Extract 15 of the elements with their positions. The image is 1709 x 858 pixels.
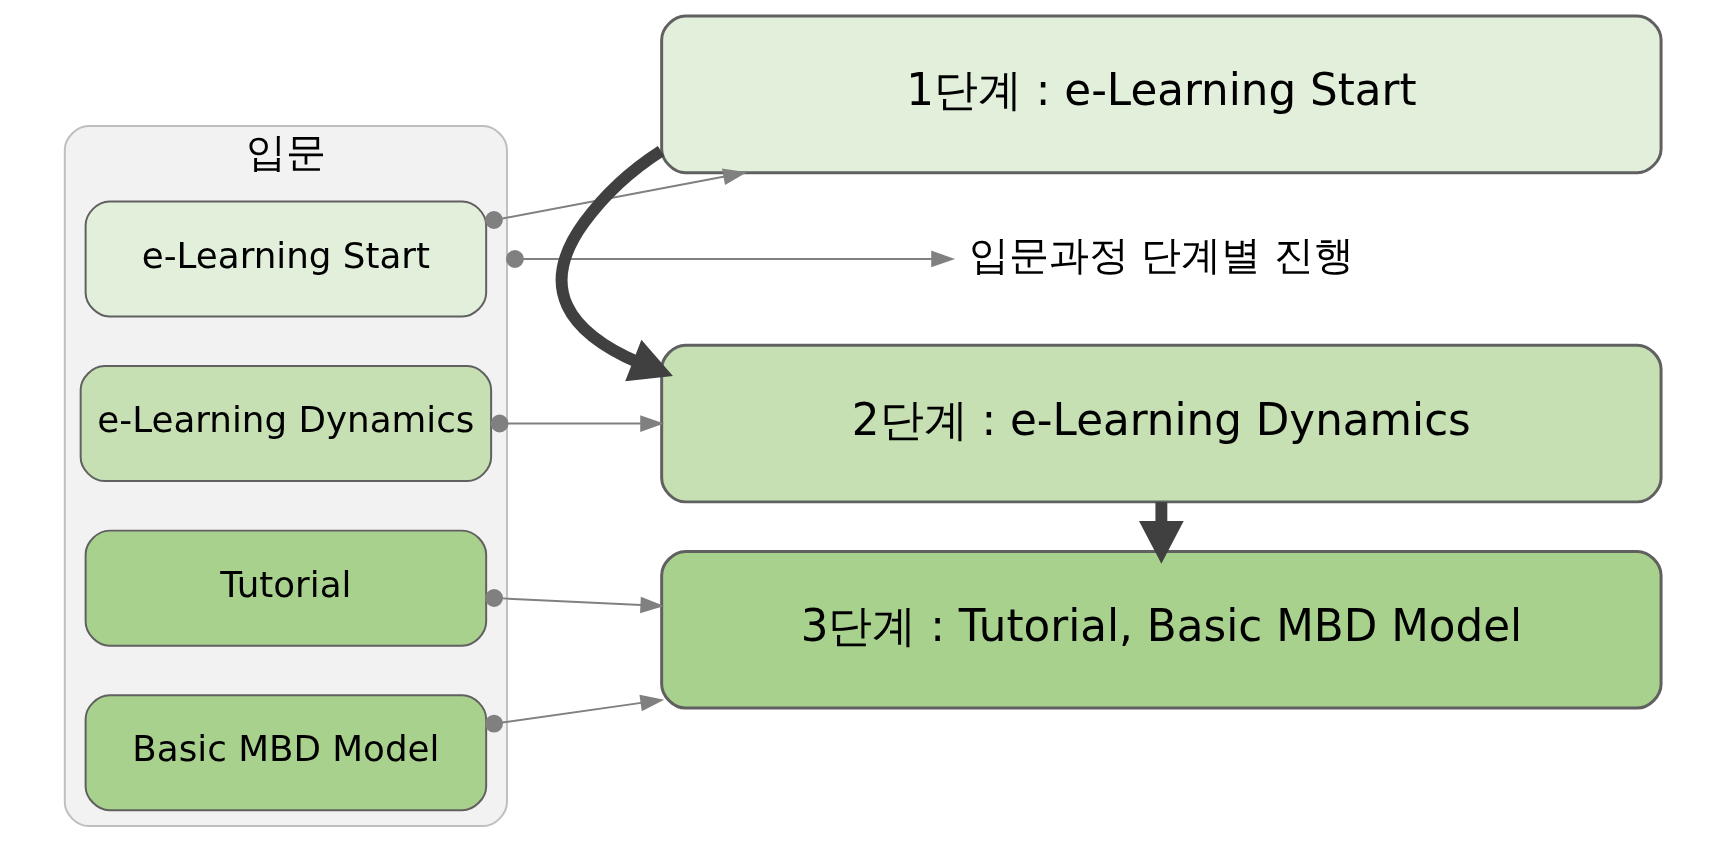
arrow	[484, 694, 664, 733]
node-box: Tutorial	[84, 529, 487, 647]
node-box: e-Learning Start	[84, 200, 487, 318]
arrow	[555, 145, 673, 382]
node-box: 2단계 : e-Learning Dynamics	[659, 343, 1663, 504]
node-box: Basic MBD Model	[84, 694, 487, 812]
arrow	[484, 168, 747, 229]
node-box: e-Learning Dynamics	[79, 365, 492, 483]
arrow	[505, 250, 955, 268]
arrow	[490, 414, 664, 433]
node-box: 1단계 : e-Learning Start	[659, 14, 1663, 175]
node-text: 입문과정 단계별 진행	[968, 231, 1354, 278]
arrow	[484, 589, 664, 614]
arrow	[1138, 502, 1184, 564]
node-box: 3단계 : Tutorial, Basic MBD Model	[659, 549, 1663, 710]
